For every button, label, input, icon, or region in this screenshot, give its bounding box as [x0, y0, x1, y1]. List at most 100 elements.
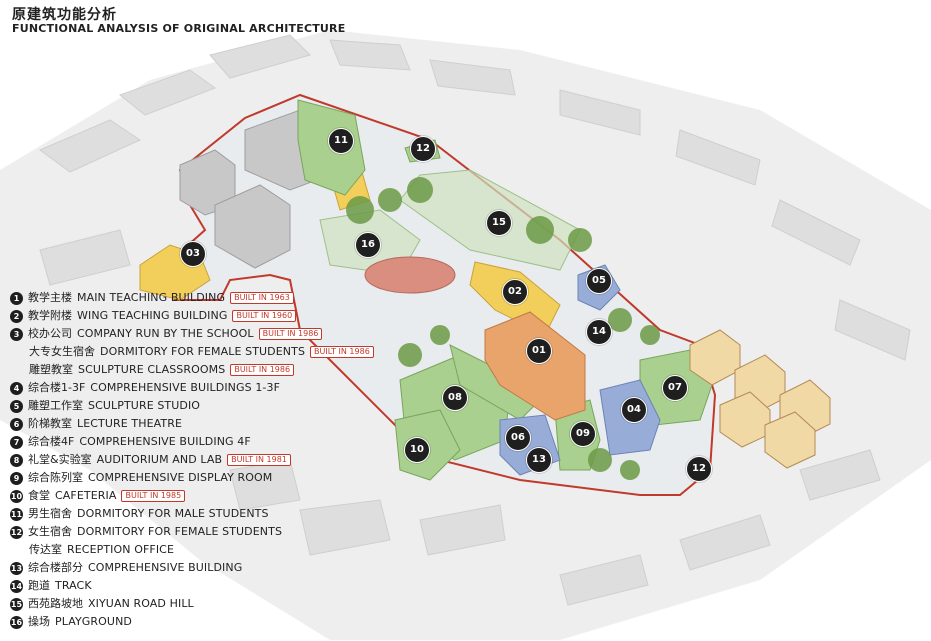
legend-number: 6	[10, 417, 23, 431]
map-marker-16: 16	[355, 232, 381, 258]
built-year-badge: BUILT IN 1985	[121, 490, 186, 502]
map-marker-05: 05	[586, 268, 612, 294]
legend-number: 9	[10, 471, 23, 485]
legend-label-cn: 食堂	[28, 489, 50, 502]
residential-houses	[689, 329, 831, 469]
legend-item: 10 食堂 CAFETERIA BUILT IN 1985	[10, 487, 370, 505]
map-marker-10: 10	[404, 437, 430, 463]
legend-item: 1 教学主楼 MAIN TEACHING BUILDING BUILT IN 1963	[10, 289, 370, 307]
legend-label-cn: 综合楼1-3F	[28, 381, 86, 394]
map-marker-03: 03	[180, 241, 206, 267]
legend-number: 7	[10, 435, 23, 449]
legend-item: 13 综合楼部分 COMPREHENSIVE BUILDING	[10, 559, 370, 577]
legend-number: 1	[10, 291, 23, 305]
map-marker-15: 15	[486, 210, 512, 236]
legend-label-en: PLAYGROUND	[55, 615, 132, 628]
legend-label-en: CAFETERIA	[55, 489, 117, 502]
legend-label-cn: 阶梯教室	[28, 417, 72, 430]
legend-number: 11	[10, 507, 23, 521]
legend-item: 16 操场 PLAYGROUND	[10, 613, 370, 631]
legend-label-en: WING TEACHING BUILDING	[77, 309, 228, 322]
legend-label-en: XIYUAN ROAD HILL	[88, 597, 194, 610]
legend-number: 3	[10, 327, 23, 341]
legend-item: 5 雕塑工作室 SCULPTURE STUDIO	[10, 397, 370, 415]
legend-label-en: RECEPTION OFFICE	[67, 543, 174, 556]
legend-number: 12	[10, 525, 23, 539]
map-marker-06: 06	[505, 425, 531, 451]
trees	[346, 177, 660, 480]
legend-number: 4	[10, 381, 23, 395]
map-marker-14: 14	[586, 319, 612, 345]
legend-number: 2	[10, 309, 23, 323]
legend-label-en: TRACK	[55, 579, 92, 592]
legend-label-cn: 教学附楼	[28, 309, 72, 322]
legend-number: 13	[10, 561, 23, 575]
map-marker-01: 01	[526, 338, 552, 364]
legend-number: 14	[10, 579, 23, 593]
legend-label-cn: 操场	[28, 615, 50, 628]
context-buildings	[38, 34, 911, 606]
main-building-orange	[484, 311, 586, 421]
map-marker-13: 13	[526, 447, 552, 473]
map-marker-12-north: 12	[410, 136, 436, 162]
legend-label-cn: 大专女生宿舍	[29, 345, 95, 358]
legend-number: 15	[10, 597, 23, 611]
legend-item: 11 男生宿舍 DORMITORY FOR MALE STUDENTS	[10, 505, 370, 523]
legend-label-cn: 男生宿舍	[28, 507, 72, 520]
legend-label-en: COMPREHENSIVE BUILDINGS 1-3F	[90, 381, 281, 394]
built-year-badge: BUILT IN 1963	[230, 292, 294, 304]
map-marker-11: 11	[328, 128, 354, 154]
legend-label-en: MAIN TEACHING BUILDING	[77, 291, 226, 304]
built-year-badge: BUILT IN 1986	[230, 364, 295, 376]
legend: 1 教学主楼 MAIN TEACHING BUILDING BUILT IN 1963…	[10, 289, 374, 631]
map-marker-02: 02	[502, 279, 528, 305]
legend-number: 10	[10, 489, 23, 503]
map-marker-09: 09	[570, 421, 596, 447]
legend-label-en: SCULPTURE CLASSROOMS	[78, 363, 226, 376]
legend-item: 3 校办公司 COMPANY RUN BY THE SCHOOL BUILT IN 1…	[10, 325, 370, 343]
legend-label-en: DORMITORY FOR MALE STUDENTS	[77, 507, 269, 520]
legend-number: 5	[10, 399, 23, 413]
legend-label-cn: 综合楼4F	[28, 435, 75, 448]
built-year-badge: BUILT IN 1986	[310, 346, 374, 358]
legend-label-cn: 综合楼部分	[28, 561, 83, 574]
built-year-badge: BUILT IN 1986	[258, 328, 323, 340]
legend-label-en: LECTURE THEATRE	[77, 417, 183, 430]
legend-label-cn: 传达室	[29, 543, 62, 556]
map-marker-07: 07	[662, 375, 688, 401]
legend-label-cn: 西苑路坡地	[28, 597, 83, 610]
legend-item: 12 女生宿舍 DORMITORY FOR FEMALE STUDENTS	[10, 523, 370, 541]
legend-label-en: AUDITORIUM AND LAB	[96, 453, 223, 466]
legend-item: 传达室 RECEPTION OFFICE	[10, 541, 370, 559]
legend-label-cn: 校办公司	[28, 327, 72, 340]
legend-label-en: COMPREHENSIVE BUILDING	[88, 561, 243, 574]
legend-label-en: COMPANY RUN BY THE SCHOOL	[77, 327, 254, 340]
legend-number: 8	[10, 453, 23, 467]
legend-label-cn: 女生宿舍	[28, 525, 72, 538]
track	[364, 256, 456, 294]
legend-label-cn: 礼堂&实验室	[28, 453, 92, 466]
legend-item: 2 教学附楼 WING TEACHING BUILDING BUILT IN 1960	[10, 307, 370, 325]
title-chinese: 原建筑功能分析	[12, 7, 117, 23]
map-marker-08: 08	[442, 385, 468, 411]
map-marker-12-south: 12	[686, 456, 712, 482]
legend-label-cn: 雕塑工作室	[28, 399, 83, 412]
map-marker-04: 04	[621, 397, 647, 423]
legend-label-en: SCULPTURE STUDIO	[88, 399, 201, 412]
legend-label-en: DORMITORY FOR FEMALE STUDENTS	[77, 525, 283, 538]
legend-item: 15 西苑路坡地 XIYUAN ROAD HILL	[10, 595, 370, 613]
legend-label-cn: 综合陈列室	[28, 471, 83, 484]
legend-label-cn: 教学主楼	[28, 291, 72, 304]
legend-item: 大专女生宿舍 DORMITORY FOR FEMALE STUDENTS BUILT…	[10, 343, 374, 361]
legend-item: 6 阶梯教室 LECTURE THEATRE	[10, 415, 370, 433]
title-english: FUNCTIONAL ANALYSIS OF ORIGINAL ARCHITEC…	[12, 22, 346, 35]
legend-number: 16	[10, 615, 23, 629]
built-year-badge: BUILT IN 1960	[232, 310, 297, 322]
legend-label-en: DORMITORY FOR FEMALE STUDENTS	[100, 345, 306, 358]
legend-item: 4 综合楼1-3F COMPREHENSIVE BUILDINGS 1-3F	[10, 379, 370, 397]
